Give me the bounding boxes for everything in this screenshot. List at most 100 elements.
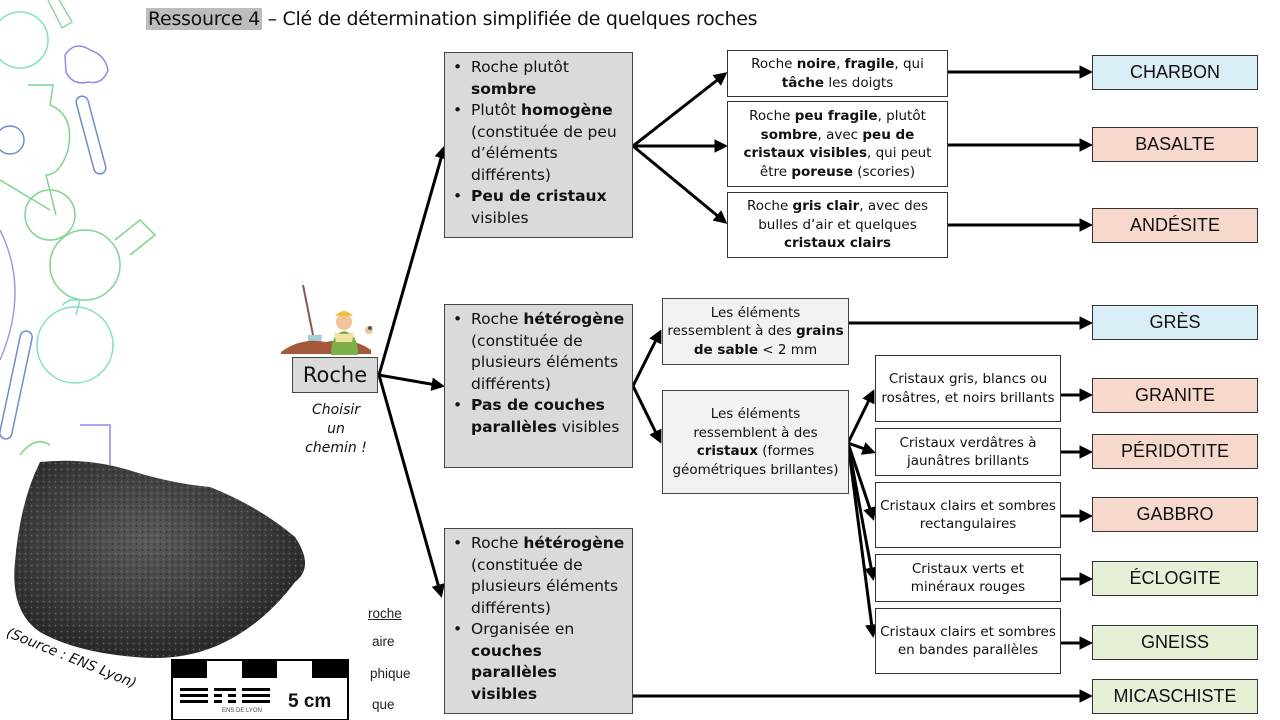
text-run: (constituée de plusieurs éléments différ…: [471, 331, 619, 393]
scale-label: 5 cm: [288, 691, 332, 712]
criteria-cristaux[interactable]: Les éléments ressemblent à des cristaux …: [662, 390, 849, 494]
text-run: Roche: [471, 534, 524, 552]
result-peridotite[interactable]: PÉRIDOTITE: [1092, 434, 1258, 469]
criteria-eclogite[interactable]: Cristaux verts et minéraux rouges: [875, 554, 1061, 602]
result-andesite[interactable]: ANDÉSITE: [1092, 208, 1258, 243]
text-run: Les éléments ressemblent à des: [667, 304, 801, 340]
criteria-text: Roche noire, fragile, qui tâche les doig…: [732, 55, 943, 92]
text-run: (constituée de plusieurs éléments différ…: [471, 555, 619, 617]
result-basalte[interactable]: BASALTE: [1092, 127, 1258, 162]
hint-line: chemin !: [305, 440, 367, 456]
criteria-gneiss[interactable]: Cristaux clairs et sombres en bandes par…: [875, 608, 1061, 674]
text-run: visibles: [556, 417, 620, 436]
text-run: Organisée en: [471, 620, 575, 638]
bold-keyword: tâche: [781, 74, 825, 91]
text-run: , qui: [894, 56, 924, 72]
text-run: , qui peut être: [759, 145, 932, 180]
result-label: GRÈS: [1149, 312, 1201, 332]
result-label: CHARBON: [1129, 62, 1220, 82]
text-run: , avec: [817, 126, 863, 143]
bold-keyword: Pas de couches parallèles: [471, 396, 605, 436]
result-eclogite[interactable]: ÉCLOGITE: [1092, 561, 1258, 596]
result-gabbro[interactable]: GABBRO: [1092, 497, 1258, 532]
bold-keyword: Peu de cristaux: [471, 187, 607, 205]
bold-keyword: sombre: [760, 126, 818, 143]
text-run: Roche: [751, 56, 797, 72]
result-charbon[interactable]: CHARBON: [1092, 55, 1258, 90]
text-run: (constituée de peu d’éléments différents…: [471, 122, 617, 184]
result-gres[interactable]: GRÈS: [1092, 305, 1258, 340]
criteria-list: Roche hétérogène (constituée de plusieur…: [453, 309, 626, 438]
start-node-roche[interactable]: Roche: [292, 357, 378, 393]
criteria-bullet: Peu de cristaux visibles: [453, 186, 626, 229]
start-label: Roche: [302, 363, 368, 387]
text-run: visibles: [471, 208, 529, 227]
branch-sombre-homogene[interactable]: Roche plutôt sombrePlutôt homogène (cons…: [444, 52, 633, 238]
text-run: Les éléments ressemblent à des: [693, 406, 818, 441]
text-run: Cristaux clairs et sombres rectangulaire…: [880, 497, 1056, 533]
result-label: PÉRIDOTITE: [1120, 441, 1229, 461]
criteria-text: Roche gris clair, avec des bulles d’air …: [732, 197, 943, 253]
arrow-to-cristaux: [631, 385, 662, 444]
bold-keyword: hétérogène: [523, 534, 625, 552]
scale-logo-text: ENS DE LYON: [222, 708, 262, 714]
hint-line: Choisir: [311, 402, 361, 418]
rock-photo: [14, 460, 349, 720]
bold-keyword: hétérogène: [523, 310, 625, 328]
criteria-charbon[interactable]: Roche noire, fragile, qui tâche les doig…: [727, 50, 948, 97]
text-run: , plutôt: [877, 108, 926, 124]
text-run: Cristaux verdâtres à jaunâtres brillants: [899, 434, 1037, 470]
criteria-list: Roche hétérogène (constituée de plusieur…: [453, 533, 626, 705]
criteria-bullet: Plutôt homogène (constituée de peu d’élé…: [453, 100, 626, 186]
criteria-gabbro[interactable]: Cristaux clairs et sombres rectangulaire…: [875, 482, 1061, 548]
bold-keyword: fragile: [844, 56, 895, 72]
scale-bar: [171, 659, 349, 720]
criteria-bullet: Organisée en couches parallèles visibles: [453, 619, 626, 705]
bacteria-icon: [47, 0, 74, 30]
criteria-basalte[interactable]: Roche peu fragile, plutôt sombre, avec p…: [727, 101, 948, 187]
arrow-to-peridotite-criteria: [847, 441, 876, 455]
criteria-list: Roche plutôt sombrePlutôt homogène (cons…: [453, 57, 626, 229]
text-run: ,: [836, 56, 845, 72]
bold-keyword: gris clair: [792, 198, 860, 215]
branch-heterogene-sans-couches[interactable]: Roche hétérogène (constituée de plusieur…: [444, 304, 633, 468]
arrow-to-granite-criteria: [846, 389, 875, 444]
result-gneiss[interactable]: GNEISS: [1092, 625, 1258, 660]
criteria-text: Cristaux clairs et sombres en bandes par…: [880, 623, 1056, 660]
criteria-bullet: Roche hétérogène (constituée de plusieur…: [453, 309, 626, 395]
text-run: Cristaux clairs et sombres en bandes par…: [880, 623, 1056, 659]
result-granite[interactable]: GRANITE: [1092, 378, 1258, 413]
result-micaschiste[interactable]: MICASCHISTE: [1092, 679, 1258, 714]
bold-keyword: couches parallèles visibles: [471, 641, 557, 703]
beaker-icon: [80, 424, 111, 465]
arrow-to-andesite-criteria: [632, 144, 728, 224]
legend-fragment: phique: [370, 666, 411, 681]
distillation-flask-icon: [28, 84, 71, 216]
bold-keyword: sombre: [471, 79, 537, 98]
text-run: les doigts: [824, 74, 894, 91]
lab-glassware-decoration: [0, 0, 157, 465]
text-run: Roche: [749, 108, 795, 124]
criteria-text: Cristaux clairs et sombres rectangulaire…: [880, 497, 1056, 534]
criteria-granite[interactable]: Cristaux gris, blancs ou rosâtres, et no…: [875, 355, 1061, 422]
bold-keyword: homogène: [521, 101, 613, 119]
criteria-peridotite[interactable]: Cristaux verdâtres à jaunâtres brillants: [875, 428, 1061, 476]
result-label: ÉCLOGITE: [1129, 568, 1221, 588]
criteria-andesite[interactable]: Roche gris clair, avec des bulles d’air …: [727, 192, 948, 258]
flask-icon: [0, 11, 49, 69]
criteria-grains[interactable]: Les éléments ressemblent à des grains de…: [662, 298, 849, 365]
geologist-illustration: [281, 284, 373, 355]
text-run: , avec des bulles d’air et quelques: [758, 198, 929, 233]
criteria-text: Cristaux verdâtres à jaunâtres brillants: [880, 434, 1056, 471]
test-tube-icon: [75, 95, 107, 175]
criteria-text: Les éléments ressemblent à des grains de…: [667, 304, 844, 360]
start-hint: Choisir un chemin !: [296, 401, 376, 458]
result-label: ANDÉSITE: [1129, 215, 1221, 235]
text-run: (formes géométriques brillantes): [672, 443, 839, 478]
branch-heterogene-couches[interactable]: Roche hétérogène (constituée de plusieur…: [444, 528, 633, 714]
bold-keyword: peu de cristaux visibles: [743, 126, 915, 162]
bold-keyword: poreuse: [791, 163, 853, 180]
legend-fragment: aire: [372, 634, 395, 649]
text-run: Cristaux verts et minéraux rouges: [910, 560, 1026, 596]
